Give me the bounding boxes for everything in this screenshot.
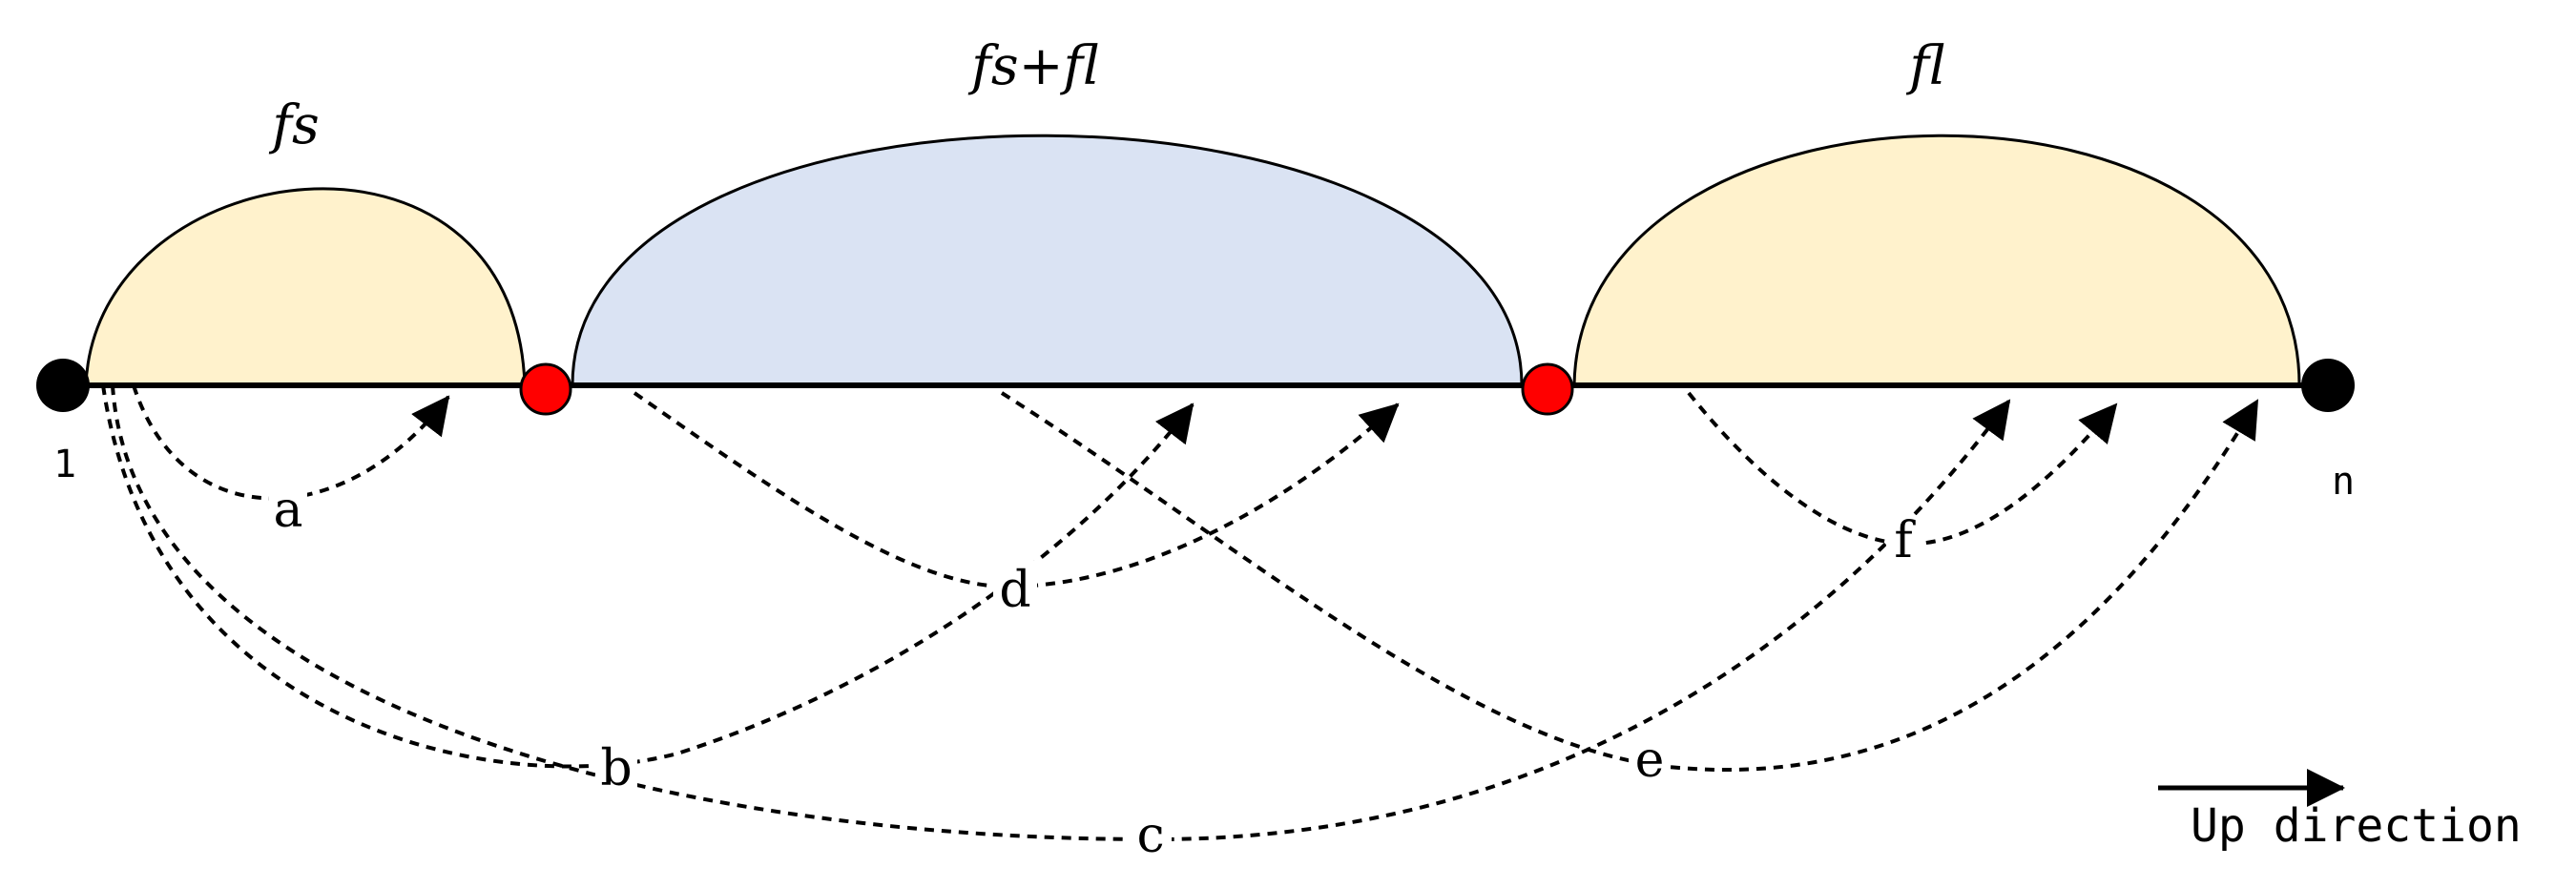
zone-fs-label: fs [268, 94, 319, 156]
flow-f-label: f [1894, 512, 1916, 569]
flow-b-arc [101, 384, 1195, 769]
flow-c-label-group: c [1130, 807, 1172, 864]
flow-b-label-group: b [595, 739, 637, 797]
flow-b-label: b [600, 740, 632, 797]
end-node [2301, 359, 2355, 412]
flow-e-label: e [1635, 732, 1665, 789]
boundary-node-2 [1521, 362, 1574, 416]
flow-e-label-group: e [1629, 732, 1671, 789]
zone-fs-dome [84, 187, 527, 387]
flow-d-label: d [999, 562, 1030, 619]
flow-a-label-group: a [269, 482, 307, 539]
flow-e-arc [1000, 391, 2259, 773]
boundary-node-1 [519, 362, 572, 416]
start-node-label: 1 [53, 443, 76, 486]
flow-d-label-group: d [993, 561, 1037, 619]
flow-a-label: a [273, 482, 302, 539]
zone-fl-label: fl [1905, 35, 1944, 97]
start-node [36, 359, 90, 412]
flow-d-arc [633, 391, 1400, 589]
flow-c-label: c [1136, 807, 1164, 864]
zone-fs-fl-label: fs+fl [967, 35, 1099, 97]
up-direction-label: Up direction [2191, 799, 2522, 853]
flow-f-label-group: f [1886, 512, 1921, 569]
zone-fl-dome [1572, 134, 2301, 387]
end-node-label: n [2332, 460, 2355, 504]
zone-fs-fl-dome [571, 134, 1524, 387]
flow-c-arc [111, 384, 2011, 842]
